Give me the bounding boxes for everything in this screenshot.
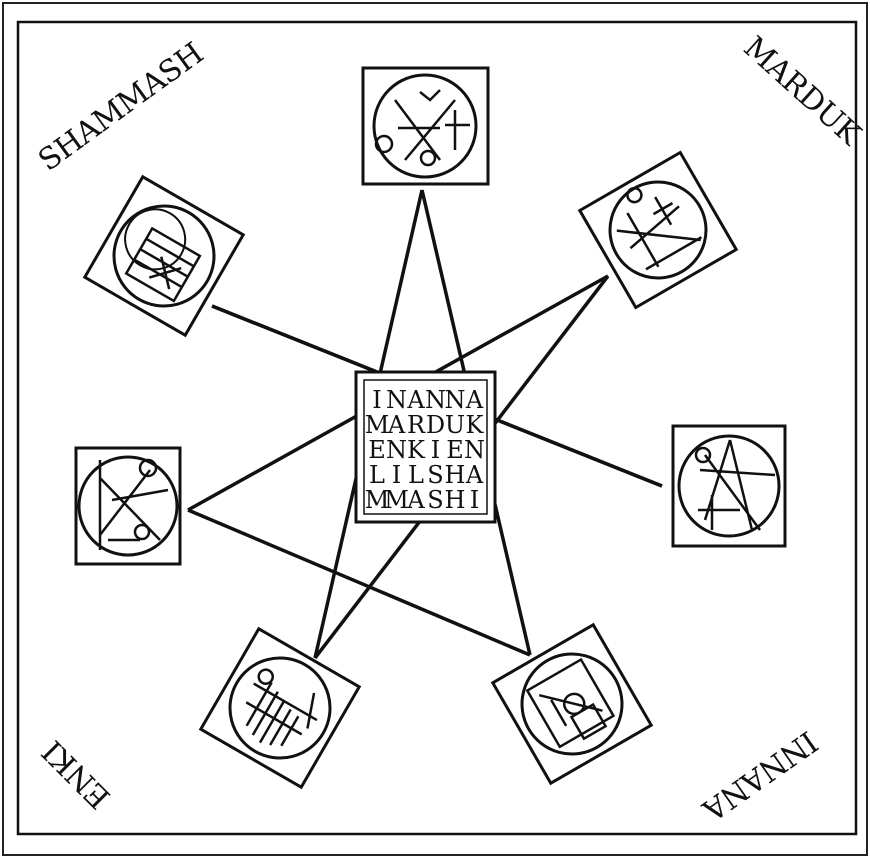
grid-letter: D — [426, 411, 445, 439]
grid-letter: I — [470, 486, 479, 514]
grid-letter: A — [465, 386, 484, 414]
seal-left — [76, 448, 180, 564]
grid-letter: N — [464, 436, 485, 464]
grid-letter: L — [369, 461, 385, 489]
grid-letter: I — [431, 436, 440, 464]
grid-letter: N — [425, 386, 446, 414]
seal-right — [673, 426, 785, 546]
grid-letter: M — [365, 411, 390, 439]
grid-letter: H — [445, 486, 466, 514]
grid-letter: L — [408, 461, 424, 489]
grid-letter: K — [407, 436, 426, 464]
seal-top — [363, 68, 488, 184]
grid-letter: A — [465, 461, 484, 489]
grid-letter: N — [386, 436, 407, 464]
grid-letter: I — [392, 461, 401, 489]
grid-letter: U — [445, 411, 465, 439]
grid-letter: H — [445, 461, 466, 489]
grid-letter: K — [466, 411, 485, 439]
grid-letter: M — [384, 486, 409, 514]
grid-letter: I — [372, 386, 381, 414]
grid-letter: E — [368, 436, 386, 464]
grid-letter: A — [406, 386, 425, 414]
grid-letter: N — [386, 386, 407, 414]
grid-letter: N — [445, 386, 466, 414]
grid-letter: E — [446, 436, 464, 464]
grid-letter: A — [406, 486, 425, 514]
grid-letter: R — [407, 411, 426, 439]
grid-letter: A — [387, 411, 406, 439]
grid-letter: S — [427, 461, 443, 489]
grid-letter: S — [427, 486, 443, 514]
